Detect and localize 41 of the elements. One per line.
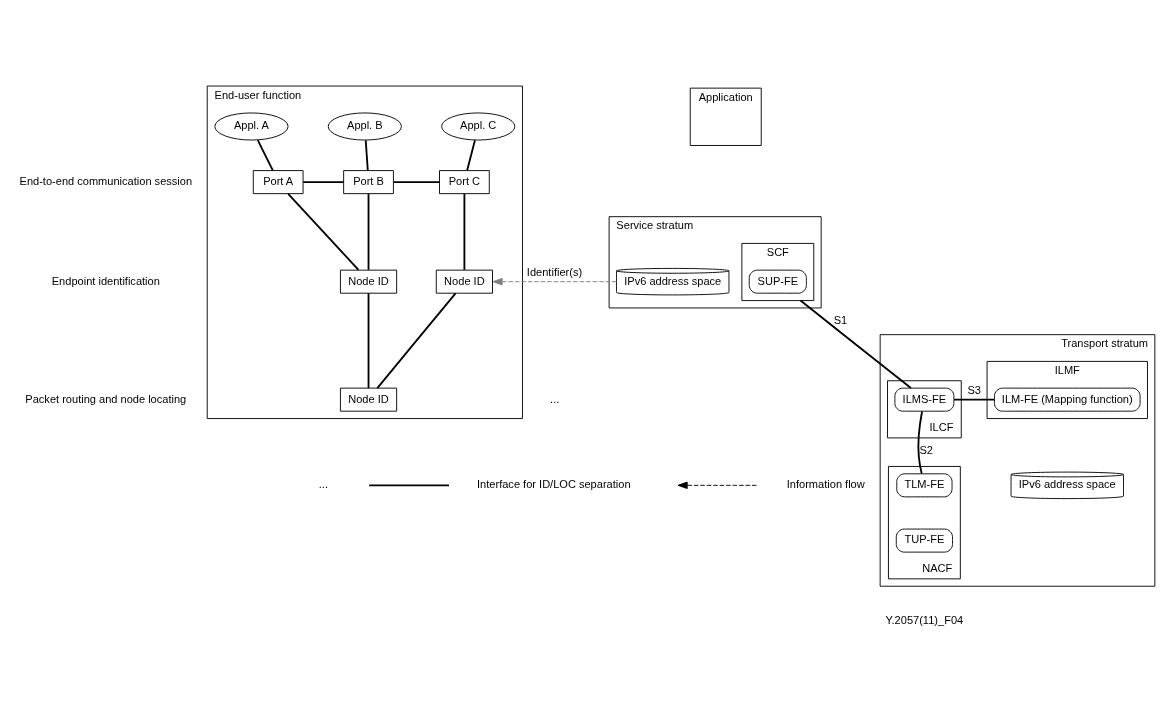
label: Endpoint identification (51, 274, 160, 287)
label: Y.2057(11)_F04 (885, 613, 964, 626)
label: ... (318, 477, 328, 490)
connector (799, 299, 912, 389)
node-box: Node ID (339, 387, 398, 412)
node-box: TUP-FE (895, 528, 953, 553)
node-box: SUP-FE (748, 269, 807, 294)
legend-label: Information flow (786, 477, 865, 490)
connector (302, 180, 345, 183)
connector (466, 138, 476, 171)
node-box: Application (689, 87, 762, 146)
connector (953, 398, 996, 401)
node-box: Port C (439, 169, 490, 194)
connector (364, 139, 369, 171)
edge-label: S3 (967, 383, 981, 396)
node-ellipse: Appl. C (441, 111, 516, 140)
edge-label: S1 (833, 313, 848, 326)
connector (917, 410, 923, 475)
connector (463, 192, 466, 271)
node-ellipse: Appl. B (327, 111, 402, 140)
node-box: Port A (252, 169, 304, 194)
connector (256, 138, 274, 171)
legend-label: Interface for ID/LOC separation (477, 477, 631, 490)
node-box: ILMS-FE (894, 387, 955, 412)
connector (367, 291, 370, 389)
node-box: TLM-FE (896, 472, 953, 497)
node-box: Node ID (435, 269, 493, 294)
node-box: ILM-FE (Mapping function) (994, 387, 1141, 412)
edge-label: Identifier(s) (526, 265, 583, 278)
arrow (492, 277, 617, 285)
connector (376, 291, 457, 389)
label: ... (550, 392, 560, 405)
connector (392, 180, 441, 183)
node-box: Node ID (339, 269, 398, 294)
edge-label: S2 (919, 443, 933, 456)
node-ellipse: Appl. A (214, 111, 289, 140)
label: Packet routing and node locating (25, 392, 187, 405)
label: End-to-end communication session (19, 174, 193, 187)
connector (367, 192, 370, 271)
node-box: Port B (343, 169, 394, 194)
connector (287, 192, 360, 271)
